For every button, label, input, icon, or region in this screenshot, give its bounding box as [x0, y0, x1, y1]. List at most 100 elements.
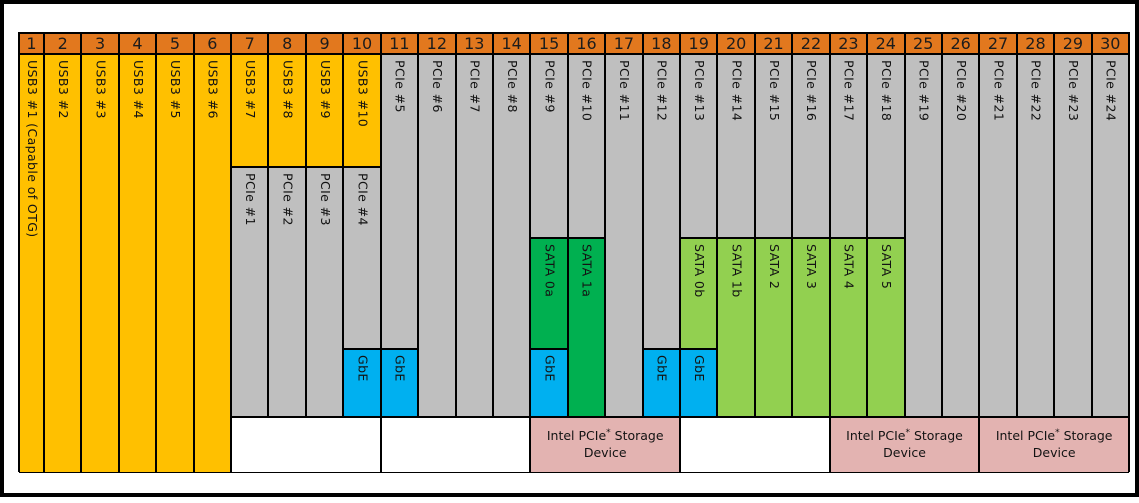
- lane-5-usb3-cell: USB3 #5: [156, 54, 194, 473]
- lane-12-pcie-label: PCIe #6: [430, 60, 446, 113]
- lane-24-pcie-label: PCIe #18: [879, 60, 895, 122]
- lane-number-header-15: 15: [530, 33, 568, 54]
- lane-number-header-4: 4: [118, 33, 157, 54]
- lane-number-header-10: 10: [343, 33, 381, 54]
- lane-16-sata-label: SATA 1a: [579, 244, 595, 298]
- lane-20-pcie-cell: PCIe #14: [717, 54, 755, 238]
- lane-7-pcie-cell: PCIe #1: [231, 167, 269, 417]
- lane-14-pcie-label: PCIe #8: [504, 60, 520, 113]
- blank-footer-box: [680, 417, 830, 473]
- lane-11-gbe-label: GbE: [392, 355, 408, 382]
- lane-19-pcie-cell: PCIe #13: [680, 54, 718, 238]
- lane-number-header-24: 24: [867, 33, 905, 54]
- lane-12-pcie-cell: PCIe #6: [418, 54, 456, 417]
- lane-30-pcie-label: PCIe #24: [1103, 60, 1119, 122]
- lane-8-pcie-cell: PCIe #2: [268, 167, 306, 417]
- storage-device-label: Intel PCIe* Storage Device: [546, 427, 664, 460]
- lane-30-pcie-cell: PCIe #24: [1091, 54, 1129, 417]
- lane-24-sata-cell: SATA 5: [867, 238, 905, 417]
- lane-18-pcie-cell: PCIe #12: [642, 54, 681, 349]
- lane-number-header-5: 5: [156, 33, 194, 54]
- lane-number-header-30: 30: [1091, 33, 1129, 54]
- lane-28-pcie-cell: PCIe #22: [1016, 54, 1055, 417]
- lane-11-gbe-cell: GbE: [380, 349, 419, 417]
- lane-9-usb3-label: USB3 #9: [317, 60, 333, 119]
- blank-footer-box: [231, 417, 381, 473]
- lane-number-header-9: 9: [305, 33, 344, 54]
- lane-27-pcie-label: PCIe #21: [991, 60, 1007, 122]
- storage-device-label: Intel PCIe* Storage Device: [995, 427, 1113, 460]
- lane-number-header-8: 8: [268, 33, 306, 54]
- lane-24-pcie-cell: PCIe #18: [867, 54, 905, 238]
- lane-21-sata-cell: SATA 2: [754, 238, 793, 417]
- storage-device-label: Intel PCIe* Storage Device: [846, 427, 963, 460]
- lane-23-pcie-label: PCIe #17: [841, 60, 857, 122]
- lane-number-header-25: 25: [904, 33, 942, 54]
- lane-11-pcie-cell: PCIe #5: [380, 54, 419, 349]
- lane-23-sata-label: SATA 4: [841, 244, 857, 290]
- lane-10-gbe-label: GbE: [355, 355, 371, 382]
- lane-13-pcie-cell: PCIe #7: [455, 54, 493, 417]
- lane-19-gbe-cell: GbE: [680, 349, 718, 417]
- lane-9-pcie-label: PCIe #3: [317, 173, 333, 226]
- lane-1-usb3-label: USB3 #1 (Capable of OTG): [24, 60, 40, 238]
- lane-number-header-28: 28: [1016, 33, 1055, 54]
- lane-17-pcie-label: PCIe #11: [617, 60, 633, 122]
- lane-7-usb3-cell: USB3 #7: [231, 54, 269, 167]
- lane-18-gbe-cell: GbE: [642, 349, 681, 417]
- lane-25-pcie-label: PCIe #19: [916, 60, 932, 122]
- lane-22-pcie-cell: PCIe #16: [792, 54, 830, 238]
- lane-number-header-27: 27: [979, 33, 1017, 54]
- lane-16-pcie-label: PCIe #10: [579, 60, 595, 122]
- intel-pcie-storage-device-box: Intel PCIe* Storage Device: [829, 417, 980, 473]
- lane-10-gbe-cell: GbE: [343, 349, 381, 417]
- lane-16-pcie-cell: PCIe #10: [567, 54, 606, 238]
- lane-20-sata-cell: SATA 1b: [717, 238, 755, 417]
- lane-number-header-16: 16: [567, 33, 606, 54]
- lane-8-usb3-label: USB3 #8: [280, 60, 296, 119]
- lane-3-usb3-label: USB3 #3: [93, 60, 109, 119]
- lane-10-usb3-cell: USB3 #10: [343, 54, 381, 167]
- lane-number-header-19: 19: [680, 33, 718, 54]
- lane-6-usb3-cell: USB3 #6: [193, 54, 232, 473]
- blank-footer-box: [380, 417, 531, 473]
- lane-16-sata-cell: SATA 1a: [567, 238, 606, 417]
- lane-23-pcie-cell: PCIe #17: [829, 54, 868, 238]
- lane-4-usb3-label: USB3 #4: [130, 60, 146, 119]
- lane-5-usb3-label: USB3 #5: [168, 60, 184, 119]
- lane-26-pcie-cell: PCIe #20: [941, 54, 980, 417]
- lane-19-sata-label: SATA 0b: [691, 244, 707, 298]
- lane-number-header-26: 26: [941, 33, 980, 54]
- lane-15-pcie-cell: PCIe #9: [530, 54, 568, 238]
- lane-number-header-22: 22: [792, 33, 830, 54]
- lane-17-pcie-cell: PCIe #11: [605, 54, 643, 417]
- lane-number-header-3: 3: [81, 33, 119, 54]
- lane-number-header-21: 21: [754, 33, 793, 54]
- lane-27-pcie-cell: PCIe #21: [979, 54, 1017, 417]
- lane-21-sata-label: SATA 2: [766, 244, 782, 290]
- lane-8-pcie-label: PCIe #2: [280, 173, 296, 226]
- lane-4-usb3-cell: USB3 #4: [118, 54, 157, 473]
- lane-22-pcie-label: PCIe #16: [804, 60, 820, 122]
- lane-number-header-20: 20: [717, 33, 755, 54]
- lane-2-usb3-cell: USB3 #2: [44, 54, 82, 473]
- lane-19-pcie-label: PCIe #13: [691, 60, 707, 122]
- lane-number-header-18: 18: [642, 33, 681, 54]
- lane-13-pcie-label: PCIe #7: [467, 60, 483, 113]
- lane-15-sata-cell: SATA 0a: [530, 238, 568, 349]
- lane-10-pcie-label: PCIe #4: [355, 173, 371, 226]
- lane-number-header-11: 11: [380, 33, 419, 54]
- lane-22-sata-label: SATA 3: [804, 244, 820, 290]
- lane-number-header-29: 29: [1054, 33, 1092, 54]
- lane-7-usb3-label: USB3 #7: [243, 60, 259, 119]
- intel-pcie-storage-device-box: Intel PCIe* Storage Device: [979, 417, 1129, 473]
- lane-21-pcie-label: PCIe #15: [766, 60, 782, 122]
- lane-6-usb3-label: USB3 #6: [205, 60, 221, 119]
- lane-29-pcie-label: PCIe #23: [1066, 60, 1082, 122]
- lane-number-header-7: 7: [231, 33, 269, 54]
- lane-number-header-12: 12: [418, 33, 456, 54]
- lane-3-usb3-cell: USB3 #3: [81, 54, 119, 473]
- lane-15-sata-label: SATA 0a: [542, 244, 558, 298]
- lane-7-pcie-label: PCIe #1: [243, 173, 259, 226]
